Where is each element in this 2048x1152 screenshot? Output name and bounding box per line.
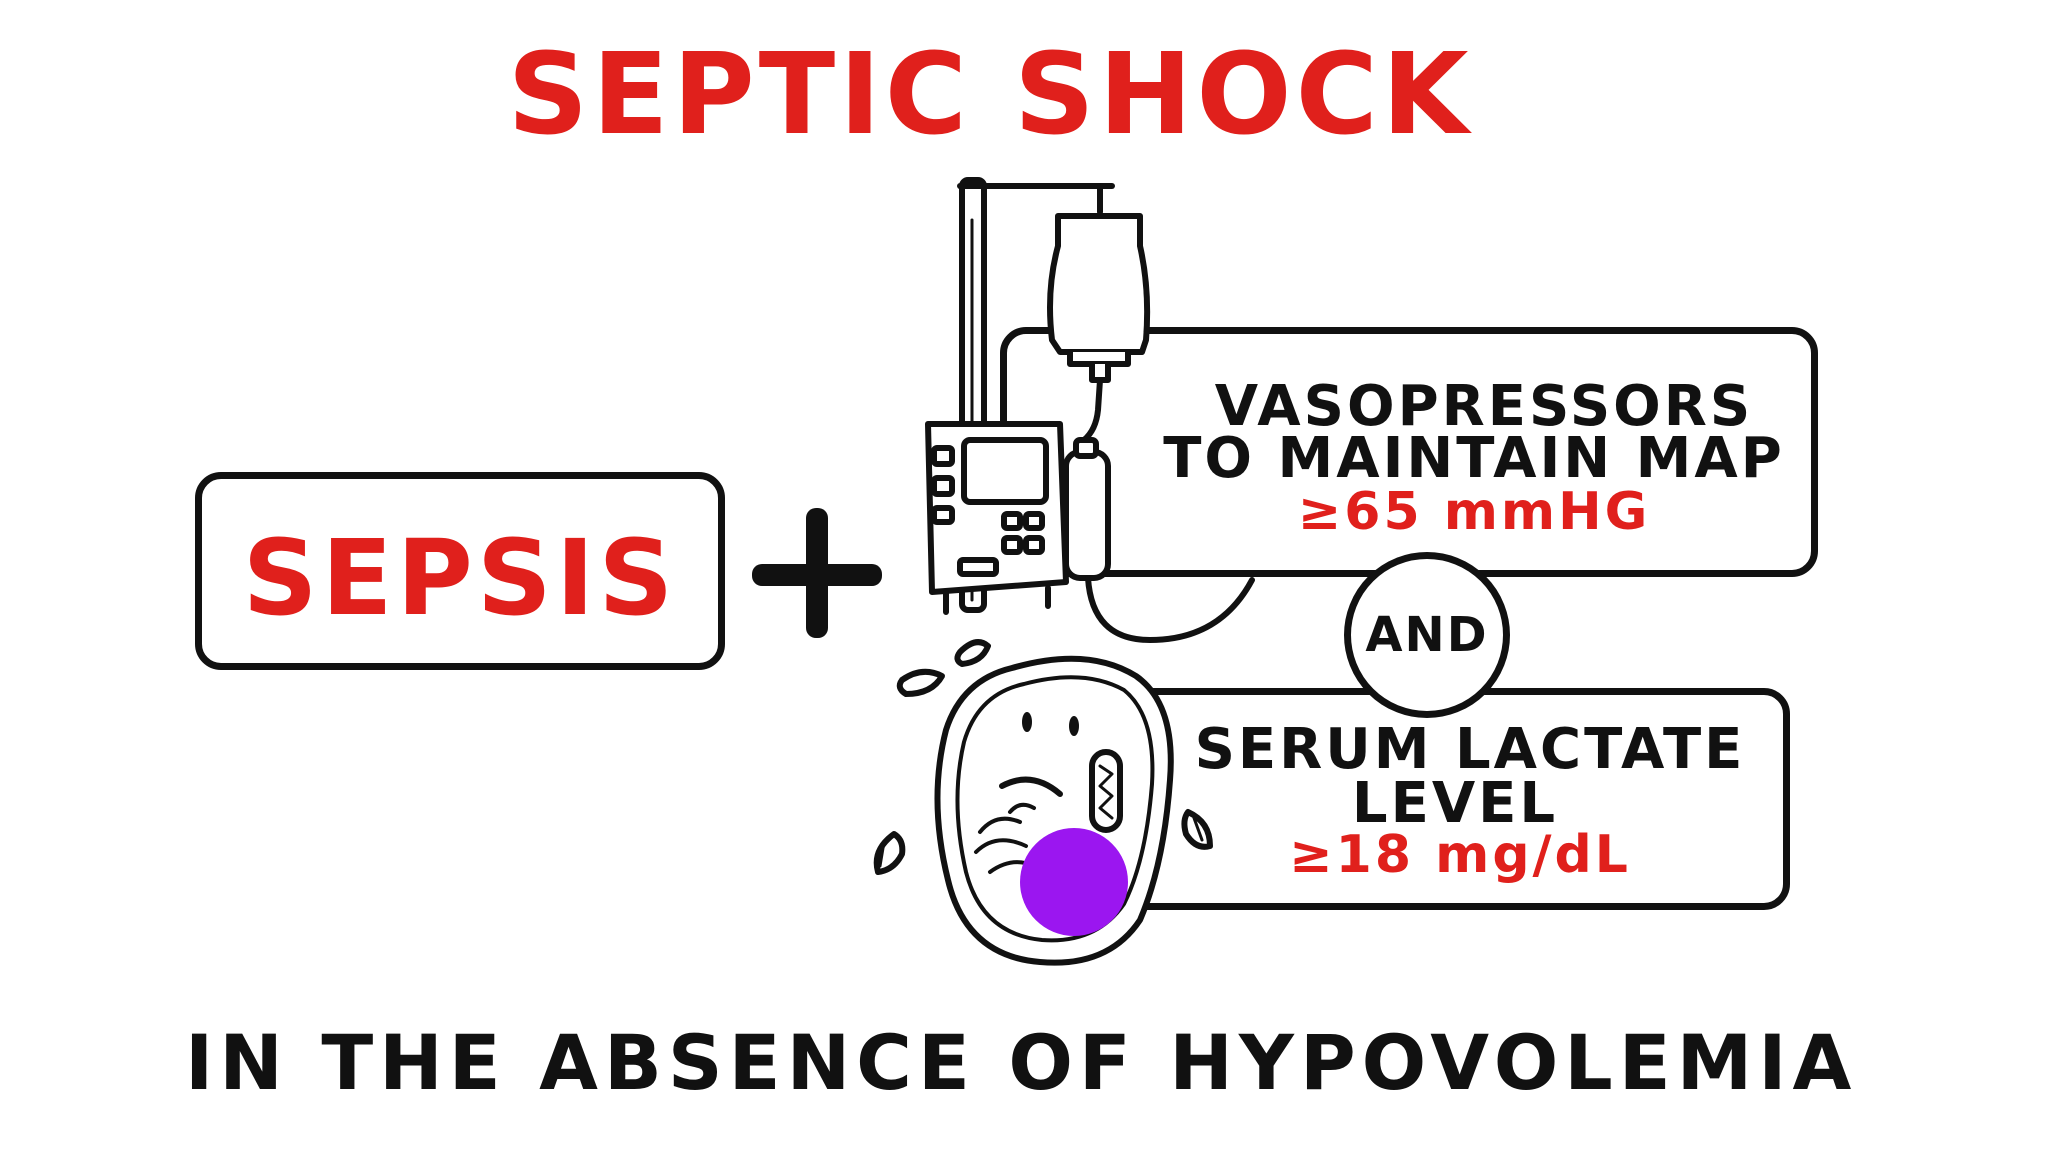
cell-icon — [873, 639, 1213, 966]
and-label: AND — [1365, 607, 1489, 663]
sepsis-label: SEPSIS — [242, 517, 678, 639]
vasopressors-line2: TO MAINTAIN MAP — [1163, 426, 1785, 491]
and-connector: AND — [1344, 552, 1510, 718]
footer-note: IN THE ABSENCE OF HYPOVOLEMIA — [185, 1018, 1858, 1107]
iv-pump-icon — [925, 177, 1255, 643]
vasopressors-value: ≥65 mmHG — [1297, 482, 1651, 542]
lactate-line1: SERUM LACTATE — [1194, 717, 1746, 782]
plus-icon — [752, 508, 882, 638]
lactate-value: ≥18 mg/dL — [1289, 825, 1631, 885]
diagram-title: SEPTIC SHOCK — [507, 30, 1473, 160]
lactate-line2: LEVEL — [1351, 771, 1559, 836]
vasopressors-line1: VASOPRESSORS — [1214, 374, 1754, 439]
sepsis-box: SEPSIS — [195, 472, 725, 670]
